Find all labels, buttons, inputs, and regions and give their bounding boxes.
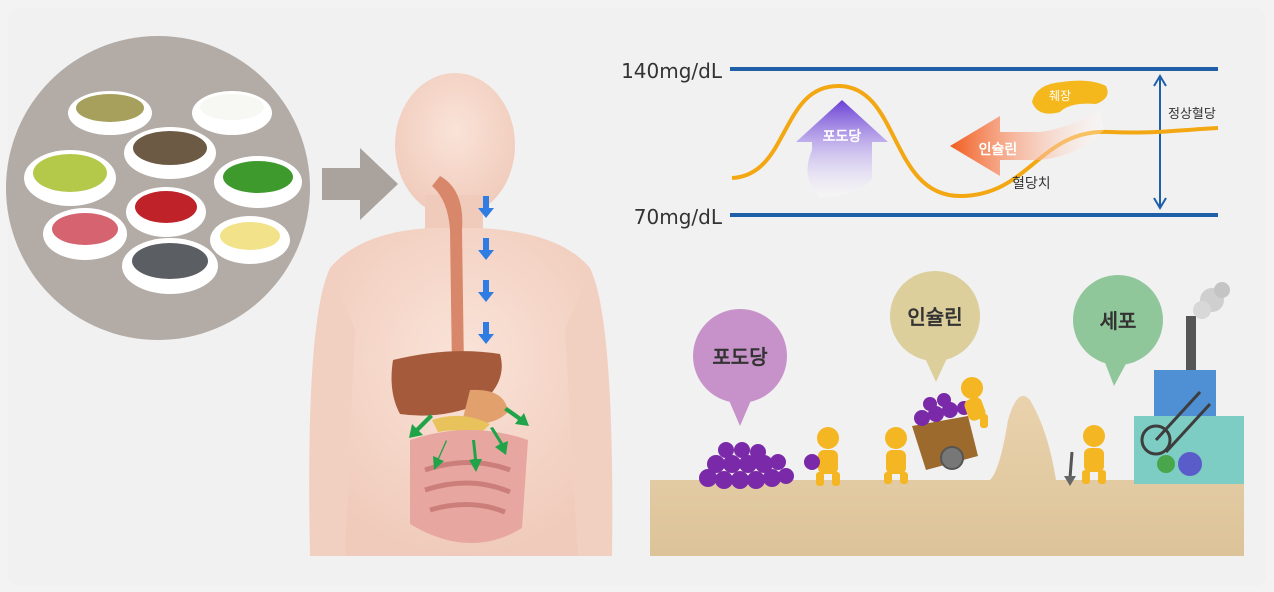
cell-bubble-label: 세포 [1100,309,1137,333]
glucose-bubble: 포도당 [693,309,787,426]
worker-figure-icon [961,377,988,428]
food-bowl [24,91,302,294]
insulin-arrow-label: 인슐린 [979,141,1018,158]
glucose-bubble-label: 포도당 [712,345,768,369]
pancreas-icon: 췌장 [1032,80,1108,114]
worker-figure-icon [804,427,840,486]
cell-bubble: 세포 [1073,275,1163,386]
pancreas-label: 췌장 [1049,89,1071,103]
worker-figure-icon [884,427,908,484]
insulin-bubble-label: 인슐린 [907,305,962,329]
grape-cart [912,393,978,470]
worker-figure-icon [1082,425,1106,484]
food-to-body-arrow [322,148,398,220]
lower-limit-label: 70mg/dL [634,205,723,229]
human-body-icon [309,73,613,556]
glucose-curve [731,83,1219,199]
transport-scene: 포도당 인슐린 세포 [650,271,1244,556]
factory-icon [1134,282,1244,484]
normal-range-label: 정상혈당 [1168,107,1216,122]
glucose-arrow-label: 포도당 [823,128,862,145]
ground [650,395,1244,556]
insulin-bubble: 인슐린 [890,271,980,382]
glucose-range-chart: 140mg/dL 70mg/dL 정상혈당 혈당치 포도당 인슐린 췌장 [621,59,1219,229]
absorption-arrows [409,407,529,472]
upper-limit-label: 140mg/dL [621,59,723,83]
shovel-icon [1064,451,1076,486]
insulin-arrow: 인슐린 [950,110,1104,176]
food-plate-icon [6,36,310,340]
down-arrow-icon [478,196,494,344]
glucose-up-arrow: 포도당 [796,100,888,198]
curve-label: 혈당치 [1012,176,1051,192]
grape-pile [699,442,794,489]
